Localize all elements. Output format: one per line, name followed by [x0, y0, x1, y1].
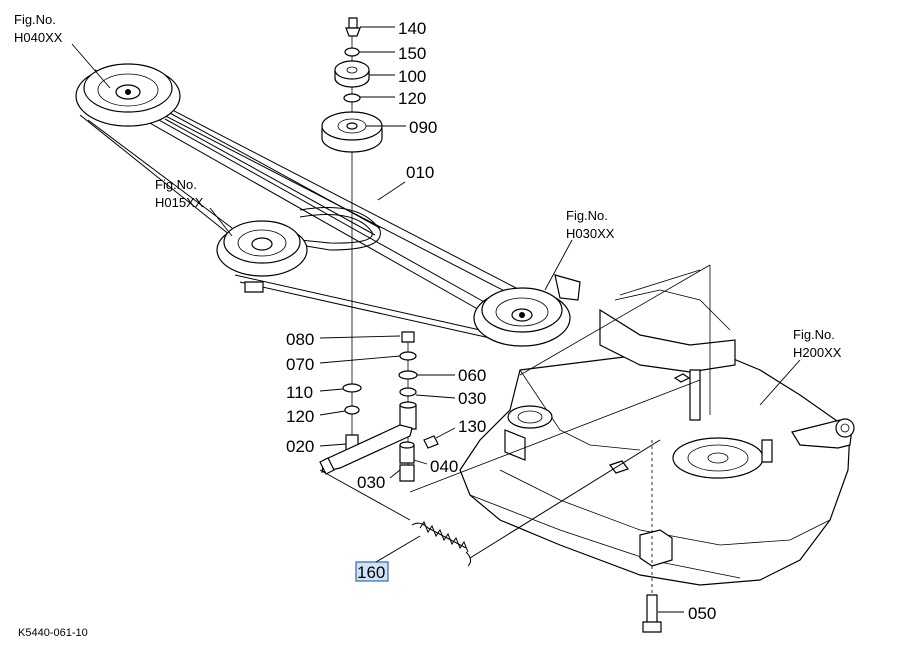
- callout-number: 030: [357, 473, 385, 492]
- fig-ref-title: Fig.No.: [14, 12, 56, 27]
- pulley-right: [473, 274, 581, 347]
- callout-number: 160: [357, 563, 385, 582]
- callout-number: 110: [286, 383, 313, 402]
- callout-040: 040: [413, 457, 458, 476]
- callout-110: 110: [286, 383, 344, 402]
- callout-number: 130: [458, 417, 486, 436]
- callout-130: 130: [435, 417, 486, 439]
- callout-number: 090: [409, 118, 437, 137]
- callout-number: 070: [286, 355, 314, 374]
- fig-ref-h040xx: Fig.No. H040XX: [14, 12, 111, 89]
- callout-030-upper: 030: [415, 389, 486, 408]
- callout-150: 150: [359, 44, 426, 63]
- callout-090: 090: [366, 118, 437, 137]
- callout-number: 030: [458, 389, 486, 408]
- callout-number: 140: [398, 19, 426, 38]
- fig-ref-code: H015XX: [155, 195, 204, 210]
- callout-050: 050: [658, 604, 716, 623]
- callout-030-lower: 030: [357, 469, 401, 492]
- fig-ref-h030xx: Fig.No. H030XX: [544, 208, 615, 291]
- callout-140: 140: [360, 19, 426, 38]
- fig-ref-code: H200XX: [793, 345, 842, 360]
- callout-number: 080: [286, 330, 314, 349]
- callout-number: 010: [406, 163, 434, 182]
- callout-number: 050: [688, 604, 716, 623]
- callout-160: 160: [355, 535, 421, 582]
- callout-number: 120: [286, 407, 314, 426]
- spring: [411, 439, 661, 567]
- callout-120-top: 120: [360, 89, 426, 108]
- callout-120-lower: 120: [286, 407, 346, 426]
- fig-ref-h015xx: Fig.No. H015XX: [155, 177, 233, 237]
- bolt-050: [642, 440, 662, 633]
- callout-number: 060: [458, 366, 486, 385]
- callout-number: 100: [398, 67, 426, 86]
- idler-stack: [321, 17, 383, 448]
- callout-080: 080: [286, 330, 401, 349]
- callout-060: 060: [417, 366, 486, 385]
- fig-ref-h200xx: Fig.No. H200XX: [759, 327, 842, 406]
- callout-number: 040: [430, 457, 458, 476]
- fig-ref-code: H040XX: [14, 30, 63, 45]
- fig-ref-code: H030XX: [566, 226, 615, 241]
- callout-number: 120: [398, 89, 426, 108]
- pulley-middle: [216, 220, 308, 293]
- fig-ref-title: Fig.No.: [566, 208, 608, 223]
- reference-lines: [409, 264, 711, 493]
- mower-deck: [459, 289, 855, 586]
- drawing-code: K5440-061-10: [18, 627, 88, 639]
- tension-arm-assembly: [319, 331, 439, 521]
- callout-100: 100: [369, 67, 426, 86]
- callout-number: 150: [398, 44, 426, 63]
- fig-ref-title: Fig.No.: [155, 177, 197, 192]
- fig-ref-title: Fig.No.: [793, 327, 835, 342]
- pulley-left: [75, 63, 181, 127]
- callout-020: 020: [286, 437, 347, 456]
- callout-010: 010: [377, 163, 434, 201]
- callout-number: 020: [286, 437, 314, 456]
- callout-070: 070: [286, 355, 401, 374]
